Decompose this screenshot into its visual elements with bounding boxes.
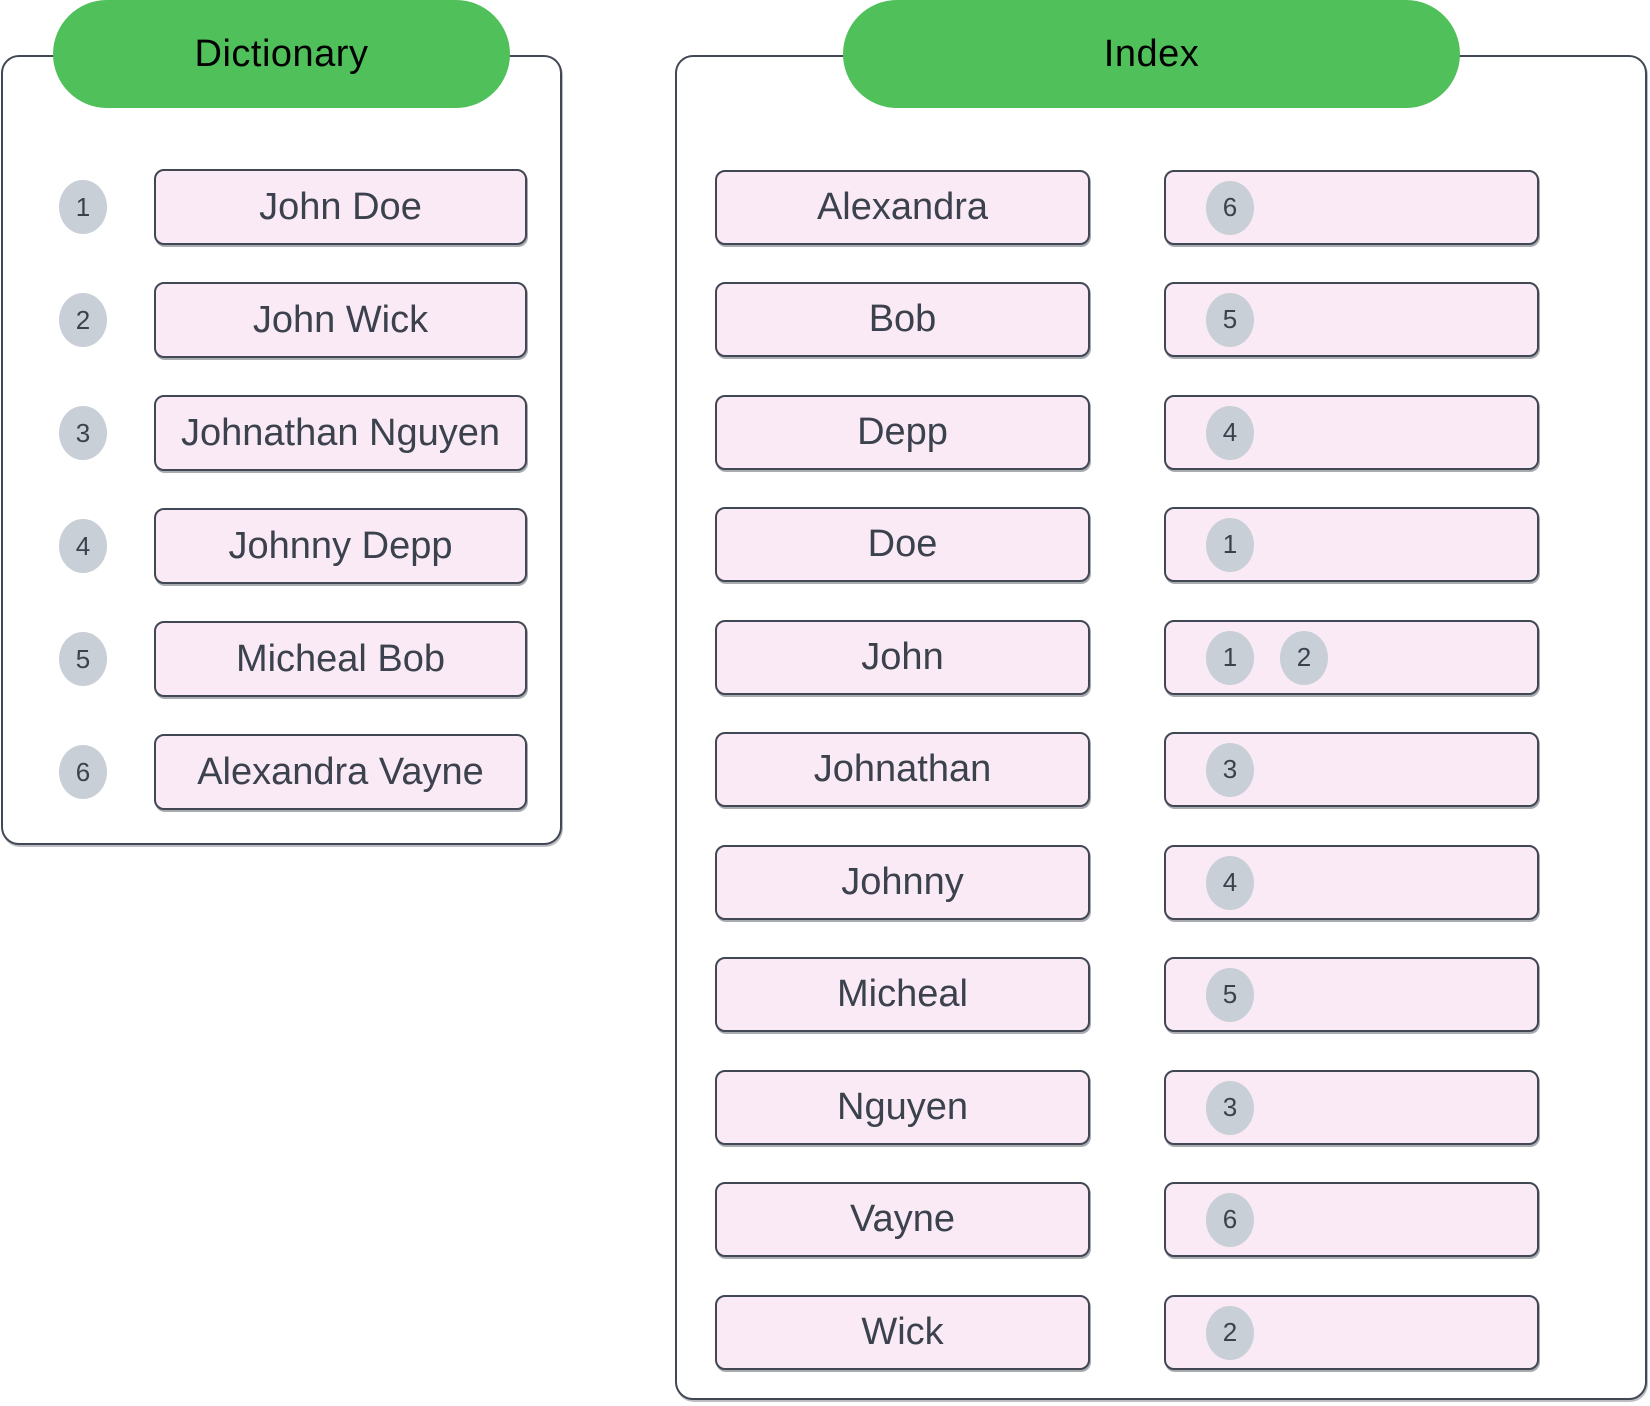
entry-number-badge: 1 [59,180,107,234]
index-term-box: Doe [715,507,1090,582]
index-term: Wick [861,1311,944,1353]
entry-name-box: Johnathan Nguyen [154,395,527,471]
ref-number-badge: 4 [1206,855,1254,910]
index-term: John [861,636,944,678]
index-row: Depp 4 [677,395,1645,470]
index-term-box: Johnny [715,845,1090,920]
index-title: Index [1103,32,1200,75]
dictionary-row: 2 John Wick [3,282,560,358]
index-refs-box: 6 [1164,170,1539,245]
entry-number-badge: 5 [59,632,107,686]
index-refs-box: 6 [1164,1182,1539,1257]
ref-number-badge: 2 [1280,630,1328,685]
index-refs-box: 3 [1164,1070,1539,1145]
index-refs-box: 3 [1164,732,1539,807]
ref-number-badge: 6 [1206,1192,1254,1247]
index-term: Nguyen [837,1086,968,1128]
index-term-box: Depp [715,395,1090,470]
index-term: Doe [867,523,938,565]
index-term: Micheal [837,973,968,1015]
ref-number-badge: 1 [1206,630,1254,685]
dictionary-row: 4 Johnny Depp [3,508,560,584]
entry-name: John Doe [259,185,422,228]
index-term-box: Nguyen [715,1070,1090,1145]
index-row: Doe 1 [677,507,1645,582]
entry-number-badge: 6 [59,745,107,799]
dictionary-row: 5 Micheal Bob [3,621,560,697]
ref-number-badge: 3 [1206,1080,1254,1135]
entry-name: Alexandra Vayne [197,750,484,793]
entry-name-box: Alexandra Vayne [154,734,527,810]
index-refs-box: 2 [1164,1295,1539,1370]
index-row: Micheal 5 [677,957,1645,1032]
entry-name-box: John Doe [154,169,527,245]
index-term: Depp [857,411,948,453]
index-refs-box: 4 [1164,395,1539,470]
ref-number-badge: 3 [1206,742,1254,797]
index-term: Johnathan [813,748,992,790]
entry-number-badge: 2 [59,293,107,347]
index-term-box: Alexandra [715,170,1090,245]
index-refs-box: 1 [1164,507,1539,582]
dictionary-title: Dictionary [194,32,369,75]
dictionary-rows: 1 John Doe 2 John Wick 3 Johnathan Nguye… [3,57,560,843]
entry-name-box: John Wick [154,282,527,358]
index-term: Bob [868,298,937,340]
index-row: Vayne 6 [677,1182,1645,1257]
ref-number-badge: 4 [1206,405,1254,460]
index-term-box: Johnathan [715,732,1090,807]
dictionary-row: 1 John Doe [3,169,560,245]
index-term-box: Vayne [715,1182,1090,1257]
dictionary-header-pill: Dictionary [53,0,510,108]
index-header-pill: Index [843,0,1460,108]
ref-number-badge: 1 [1206,517,1254,572]
entry-name-box: Johnny Depp [154,508,527,584]
entry-number-badge: 3 [59,406,107,460]
dictionary-panel: 1 John Doe 2 John Wick 3 Johnathan Nguye… [1,55,562,845]
entry-number-badge: 4 [59,519,107,573]
index-row: Wick 2 [677,1295,1645,1370]
index-term-box: Bob [715,282,1090,357]
entry-name: Johnathan Nguyen [180,411,501,454]
index-row: Alexandra 6 [677,170,1645,245]
index-term: Vayne [850,1198,955,1240]
ref-number-badge: 2 [1206,1305,1254,1360]
dictionary-row: 3 Johnathan Nguyen [3,395,560,471]
dictionary-row: 6 Alexandra Vayne [3,734,560,810]
index-term-box: Micheal [715,957,1090,1032]
index-refs-box: 5 [1164,957,1539,1032]
index-row: Johnny 4 [677,845,1645,920]
index-term-box: John [715,620,1090,695]
index-refs-box: 4 [1164,845,1539,920]
index-row: Bob 5 [677,282,1645,357]
entry-name: Micheal Bob [235,637,446,680]
ref-number-badge: 5 [1206,967,1254,1022]
ref-number-badge: 5 [1206,292,1254,347]
index-term: Alexandra [816,186,989,228]
index-refs-box: 5 [1164,282,1539,357]
entry-name: John Wick [252,298,429,341]
index-row: Johnathan 3 [677,732,1645,807]
index-row: Nguyen 3 [677,1070,1645,1145]
index-term-box: Wick [715,1295,1090,1370]
entry-name: Johnny Depp [228,524,453,567]
entry-name-box: Micheal Bob [154,621,527,697]
ref-number-badge: 6 [1206,180,1254,235]
index-term: Johnny [841,861,964,903]
